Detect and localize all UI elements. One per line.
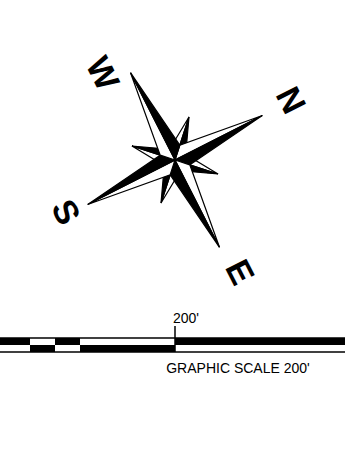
compass-letter: N <box>270 81 311 118</box>
graphic-scale-bar <box>0 326 345 352</box>
scale-title: GRAPHIC SCALE 200' <box>166 361 310 375</box>
scale-distance: 200' <box>173 311 199 325</box>
compass-main-points <box>43 28 307 292</box>
compass-letter: E <box>220 254 261 290</box>
compass-rose <box>43 28 307 292</box>
compass-letter: S <box>46 194 87 230</box>
compass-letter: W <box>81 51 126 95</box>
